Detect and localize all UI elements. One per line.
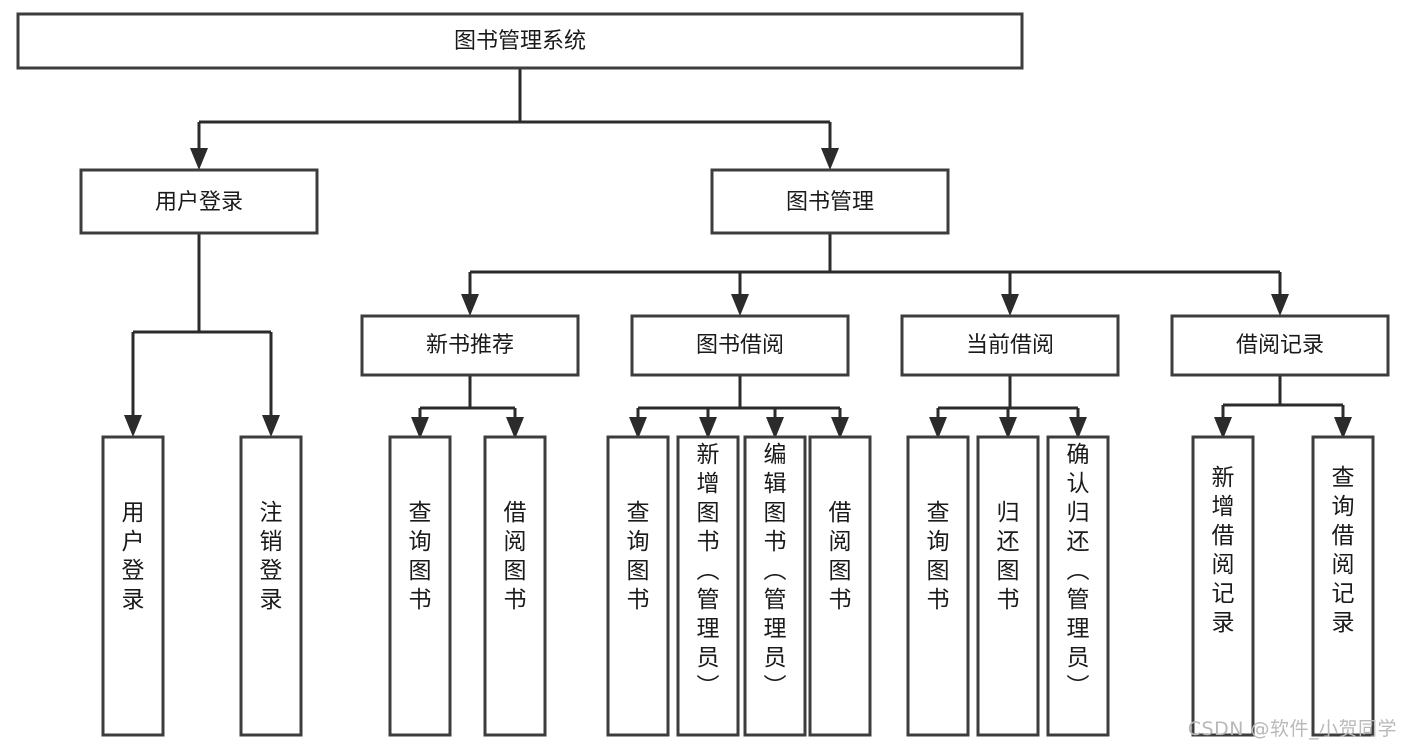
node-leaf-add-record[interactable]: 新增借阅记录 xyxy=(1191,435,1255,737)
node-leaf-query-book-2-box xyxy=(606,435,670,737)
arrow-head-user-login xyxy=(190,148,208,170)
node-book-manage-label: 图书管理 xyxy=(786,190,874,215)
node-leaf-return-book-box xyxy=(976,435,1040,737)
arrow-head-book-manage xyxy=(821,148,839,170)
node-book-manage-box xyxy=(710,168,950,235)
node-current-borrow-label: 当前借阅 xyxy=(966,333,1054,358)
node-leaf-borrow-book-2[interactable]: 借阅图书 xyxy=(808,435,872,737)
arrow-head-borrow-record xyxy=(1271,294,1289,316)
node-root-label: 图书管理系统 xyxy=(454,29,586,54)
node-book-borrow-label: 图书借阅 xyxy=(696,333,784,358)
node-book-borrow-box xyxy=(630,314,850,377)
node-leaf-user-login[interactable]: 用户登录 xyxy=(101,435,165,737)
node-borrow-record-label: 借阅记录 xyxy=(1236,333,1324,358)
node-leaf-query-book-1-box xyxy=(388,435,452,737)
node-borrow-record-box xyxy=(1170,314,1390,377)
node-leaf-edit-book-label: 编辑图书︵管理员︶ xyxy=(764,442,787,700)
node-current-borrow-box xyxy=(900,314,1120,377)
arrow-head-leaf-logout-login xyxy=(262,415,280,437)
node-leaf-confirm-return-box xyxy=(1046,435,1110,737)
connector-layer xyxy=(124,68,1352,439)
node-leaf-return-book-label: 归还图书 xyxy=(997,500,1020,613)
node-leaf-query-book-3-label: 查询图书 xyxy=(927,500,950,613)
node-leaf-logout-login-box xyxy=(239,435,303,737)
node-leaf-query-book-2[interactable]: 查询图书 xyxy=(606,435,670,737)
node-leaf-user-login-box xyxy=(101,435,165,737)
node-leaf-user-login-label: 用户登录 xyxy=(122,500,145,613)
node-leaf-borrow-book-2-box xyxy=(808,435,872,737)
node-leaf-query-record[interactable]: 查询借阅记录 xyxy=(1311,435,1375,737)
node-new-book-recommend-box xyxy=(360,314,580,377)
node-leaf-borrow-book-1-label: 借阅图书 xyxy=(504,500,527,613)
node-leaf-edit-book[interactable]: 编辑图书︵管理员︶ xyxy=(743,435,807,737)
arrow-head-new-book-recommend xyxy=(461,294,479,316)
node-leaf-confirm-return-label: 确认归还︵管理员︶ xyxy=(1067,442,1090,700)
arrow-head-leaf-user-login xyxy=(124,415,142,437)
node-user-login-label: 用户登录 xyxy=(155,190,243,215)
node-borrow-record[interactable]: 借阅记录 xyxy=(1170,314,1390,377)
node-leaf-borrow-book-2-label: 借阅图书 xyxy=(829,500,852,613)
node-leaf-logout-login[interactable]: 注销登录 xyxy=(239,435,303,737)
node-leaf-query-book-1-label: 查询图书 xyxy=(409,500,432,613)
node-leaf-query-record-box xyxy=(1311,435,1375,737)
leaf-layer: 用户登录 注销登录 查询图书 借阅图书 查询图书 新增图书︵管理员︶ 编辑图书︵… xyxy=(101,435,1375,737)
arrow-head-book-borrow xyxy=(731,294,749,316)
node-leaf-add-book-box xyxy=(676,435,740,737)
arrow-head-current-borrow xyxy=(1001,294,1019,316)
node-leaf-query-book-1[interactable]: 查询图书 xyxy=(388,435,452,737)
node-user-login[interactable]: 用户登录 xyxy=(79,168,319,235)
node-leaf-query-book-3[interactable]: 查询图书 xyxy=(906,435,970,737)
node-leaf-logout-login-label: 注销登录 xyxy=(260,500,283,613)
node-root[interactable]: 图书管理系统 xyxy=(16,12,1024,70)
node-leaf-return-book[interactable]: 归还图书 xyxy=(976,435,1040,737)
node-leaf-query-book-3-box xyxy=(906,435,970,737)
node-leaf-add-book[interactable]: 新增图书︵管理员︶ xyxy=(676,435,740,737)
node-leaf-confirm-return[interactable]: 确认归还︵管理员︶ xyxy=(1046,435,1110,737)
node-new-book-recommend[interactable]: 新书推荐 xyxy=(360,314,580,377)
node-leaf-add-record-box xyxy=(1191,435,1255,737)
node-leaf-query-record-label: 查询借阅记录 xyxy=(1332,465,1355,636)
node-leaf-borrow-book-1[interactable]: 借阅图书 xyxy=(483,435,547,737)
node-user-login-box xyxy=(79,168,319,235)
node-leaf-add-record-label: 新增借阅记录 xyxy=(1212,465,1235,636)
node-leaf-query-book-2-label: 查询图书 xyxy=(627,500,650,613)
node-current-borrow[interactable]: 当前借阅 xyxy=(900,314,1120,377)
node-leaf-borrow-book-1-box xyxy=(483,435,547,737)
node-book-borrow[interactable]: 图书借阅 xyxy=(630,314,850,377)
node-root-box xyxy=(16,12,1024,70)
node-leaf-add-book-label: 新增图书︵管理员︶ xyxy=(697,442,720,700)
node-book-manage[interactable]: 图书管理 xyxy=(710,168,950,235)
node-leaf-edit-book-box xyxy=(743,435,807,737)
node-new-book-recommend-label: 新书推荐 xyxy=(426,333,514,358)
